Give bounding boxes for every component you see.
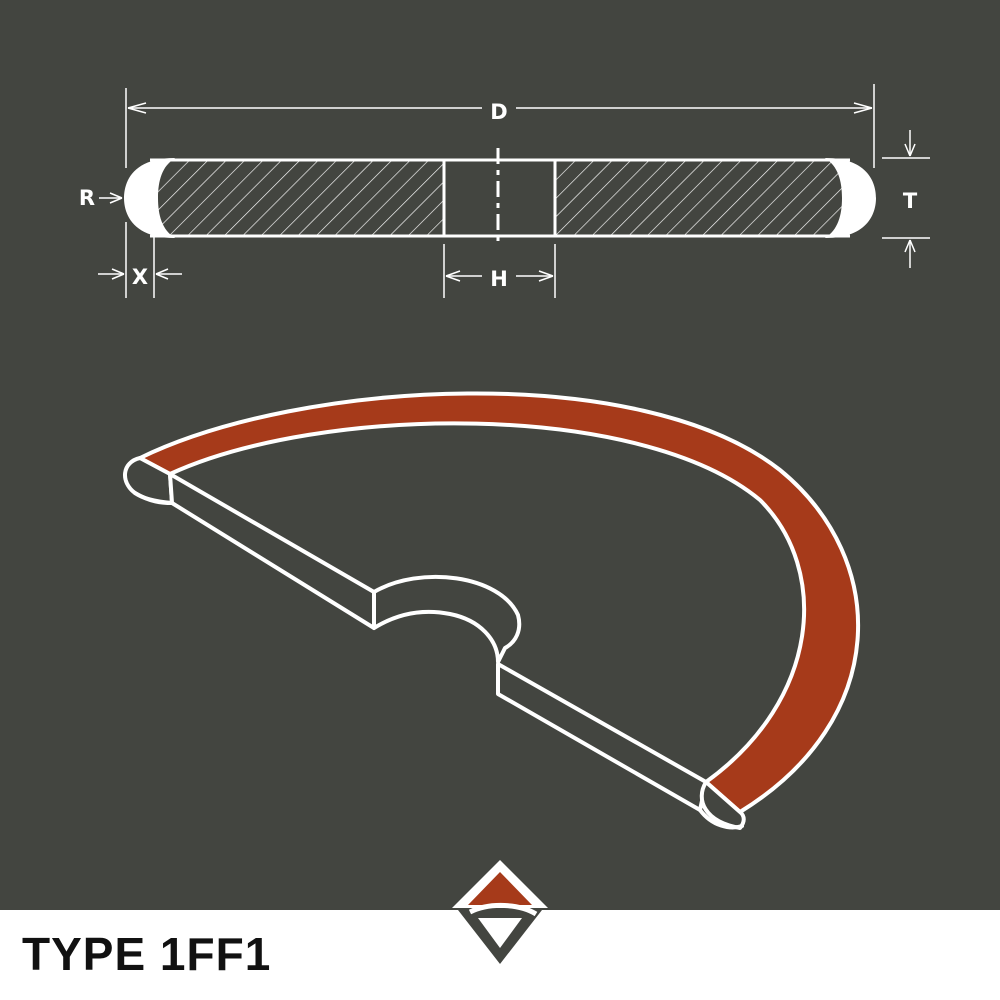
dimension-label-d: D bbox=[490, 100, 507, 124]
bore-face bbox=[372, 574, 522, 664]
section-left-abrasive-edge bbox=[124, 158, 175, 238]
section-left-hatch bbox=[137, 160, 444, 236]
brand-logo-icon bbox=[452, 860, 548, 964]
right-cut-face bbox=[496, 662, 708, 812]
product-type-title: TYPE 1FF1 bbox=[22, 928, 272, 980]
cross-section-view: D R X H bbox=[79, 84, 930, 298]
section-right-abrasive-edge bbox=[825, 158, 876, 238]
dimension-label-r: R bbox=[79, 186, 95, 210]
section-outline bbox=[150, 158, 850, 238]
dimension-label-t: T bbox=[903, 189, 918, 213]
dimension-label-h: H bbox=[490, 267, 508, 291]
dimension-label-x: X bbox=[132, 265, 148, 289]
left-cut-face bbox=[168, 472, 376, 630]
isometric-cutaway-view bbox=[123, 391, 861, 830]
section-right-hatch bbox=[555, 160, 863, 236]
